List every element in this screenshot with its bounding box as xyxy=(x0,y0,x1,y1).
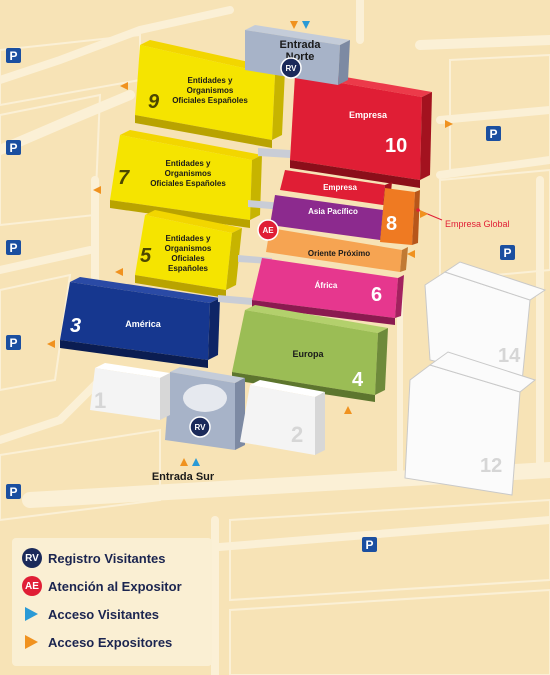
exhibitor-access-arrow xyxy=(420,210,428,218)
exhibitor-access-arrow xyxy=(120,82,128,90)
parking-icon: P xyxy=(6,484,21,499)
hall-3-label: América xyxy=(125,319,162,329)
hall-5[interactable] xyxy=(135,210,242,298)
svg-text:P: P xyxy=(365,538,373,552)
svg-text:P: P xyxy=(9,241,17,255)
hall-7[interactable] xyxy=(110,130,262,228)
legend-item-acceso-visitantes: Acceso Visitantes xyxy=(22,604,159,624)
svg-text:P: P xyxy=(9,49,17,63)
hall-9-label-3: Oficiales Españoles xyxy=(172,96,248,105)
map-legend: RV Registro Visitantes AE Atención al Ex… xyxy=(12,538,212,666)
hall-7-number: 7 xyxy=(118,167,130,189)
hall-4[interactable] xyxy=(232,305,388,402)
hall-9-label-1: Entidades y xyxy=(188,76,233,85)
hall-7-label-3: Oficiales Españoles xyxy=(150,179,226,188)
exhibitor-access-arrow xyxy=(445,120,453,128)
exhibitor-access-arrow xyxy=(180,458,188,466)
access-arrows xyxy=(47,21,453,466)
parking-icon: P xyxy=(486,126,501,141)
parking-icon: P xyxy=(6,335,21,350)
hall-12[interactable] xyxy=(404,351,537,496)
legend-label-acceso-visitantes: Acceso Visitantes xyxy=(48,606,160,622)
ae-badge-text: AE xyxy=(262,226,274,235)
parking-icon: P xyxy=(6,48,21,63)
south-entrance-building[interactable] xyxy=(165,367,245,450)
hall-5-label-4: Españoles xyxy=(168,264,209,273)
rv-badge-north[interactable]: RV xyxy=(280,57,302,79)
hall-10-label: Empresa xyxy=(349,110,388,120)
ae-badge[interactable]: AE xyxy=(257,219,279,241)
hall-2[interactable] xyxy=(240,380,325,455)
svg-text:P: P xyxy=(9,336,17,350)
hall-6-label-africa: África xyxy=(315,281,338,290)
svg-text:P: P xyxy=(489,127,497,141)
legend-item-atencion: AE Atención al Expositor xyxy=(22,576,182,596)
hall-8-label-asia: Asia Pacífico xyxy=(308,207,358,216)
north-entrance-label-1: Entrada xyxy=(280,39,322,51)
visitor-access-icon xyxy=(25,607,38,621)
parking-signs: P P P P P P P P xyxy=(6,48,515,552)
hall-9-number: 9 xyxy=(148,91,160,113)
hall-connectors xyxy=(218,148,290,305)
parking-icon: P xyxy=(6,140,21,155)
rv-legend-badge: RV xyxy=(22,548,42,568)
hall-3-number: 3 xyxy=(70,315,81,337)
hall-7-label-2: Organismos xyxy=(165,169,212,178)
exhibitor-access-arrow xyxy=(93,186,101,194)
rv-badge-north-text: RV xyxy=(286,64,298,73)
hall-5-label-2: Organismos xyxy=(165,244,212,253)
hall-14-number: 14 xyxy=(498,345,521,367)
hall-6-label-oriente: Oriente Próximo xyxy=(308,249,370,258)
svg-text:P: P xyxy=(9,141,17,155)
exhibitor-access-arrow xyxy=(407,250,415,258)
hall-9-label-2: Organismos xyxy=(187,86,234,95)
exhibitor-access-arrow xyxy=(290,21,298,29)
exhibitor-access-arrow xyxy=(344,406,352,414)
hall-4-number: 4 xyxy=(352,369,364,391)
hall-8-label-empresa: Empresa xyxy=(323,183,357,192)
legend-item-registro: RV Registro Visitantes xyxy=(22,548,166,568)
legend-label-acceso-expositores: Acceso Expositores xyxy=(48,634,173,650)
hall-1-number: 1 xyxy=(94,388,106,413)
legend-item-acceso-expositores: Acceso Expositores xyxy=(22,632,172,652)
rv-badge-south[interactable]: RV xyxy=(189,416,211,438)
south-entrance-label: Entrada Sur xyxy=(152,471,215,483)
legend-label-registro: Registro Visitantes xyxy=(48,550,166,566)
hall-8-empresa-global[interactable] xyxy=(380,188,420,245)
hall-6-number: 6 xyxy=(371,284,382,306)
hall-8-number: 8 xyxy=(386,213,397,235)
exhibitor-access-arrow xyxy=(47,340,55,348)
empresa-global-label: Empresa Global xyxy=(445,219,510,229)
parking-icon: P xyxy=(500,245,515,260)
rv-badge-south-text: RV xyxy=(195,423,207,432)
hall-3[interactable] xyxy=(60,277,220,368)
svg-text:P: P xyxy=(503,246,511,260)
hall-5-number: 5 xyxy=(140,245,152,267)
svg-text:P: P xyxy=(9,485,17,499)
hall-6-africa[interactable] xyxy=(252,258,404,325)
exhibitor-access-arrow xyxy=(115,268,123,276)
hall-6-oriente-proximo[interactable] xyxy=(266,228,408,272)
visitor-access-arrow xyxy=(192,458,200,466)
hall-10[interactable] xyxy=(290,70,432,188)
hall-5-label-3: Oficiales xyxy=(171,254,205,263)
parking-icon: P xyxy=(6,240,21,255)
visitor-access-arrow xyxy=(302,21,310,29)
hall-1[interactable] xyxy=(90,363,170,420)
hall-labels: 9 Entidades y Organismos Oficiales Españ… xyxy=(70,76,521,477)
hall-10-number: 10 xyxy=(385,135,407,157)
hall-12-number: 12 xyxy=(480,455,502,477)
hall-7-label-1: Entidades y xyxy=(166,159,211,168)
hall-4-label: Europa xyxy=(292,349,324,359)
legend-label-atencion: Atención al Expositor xyxy=(48,578,182,594)
hall-2-number: 2 xyxy=(291,422,303,447)
hall-5-label-1: Entidades y xyxy=(166,234,211,243)
parking-icon: P xyxy=(362,537,377,552)
ae-legend-badge: AE xyxy=(22,576,42,596)
exhibitor-access-icon xyxy=(25,635,38,649)
